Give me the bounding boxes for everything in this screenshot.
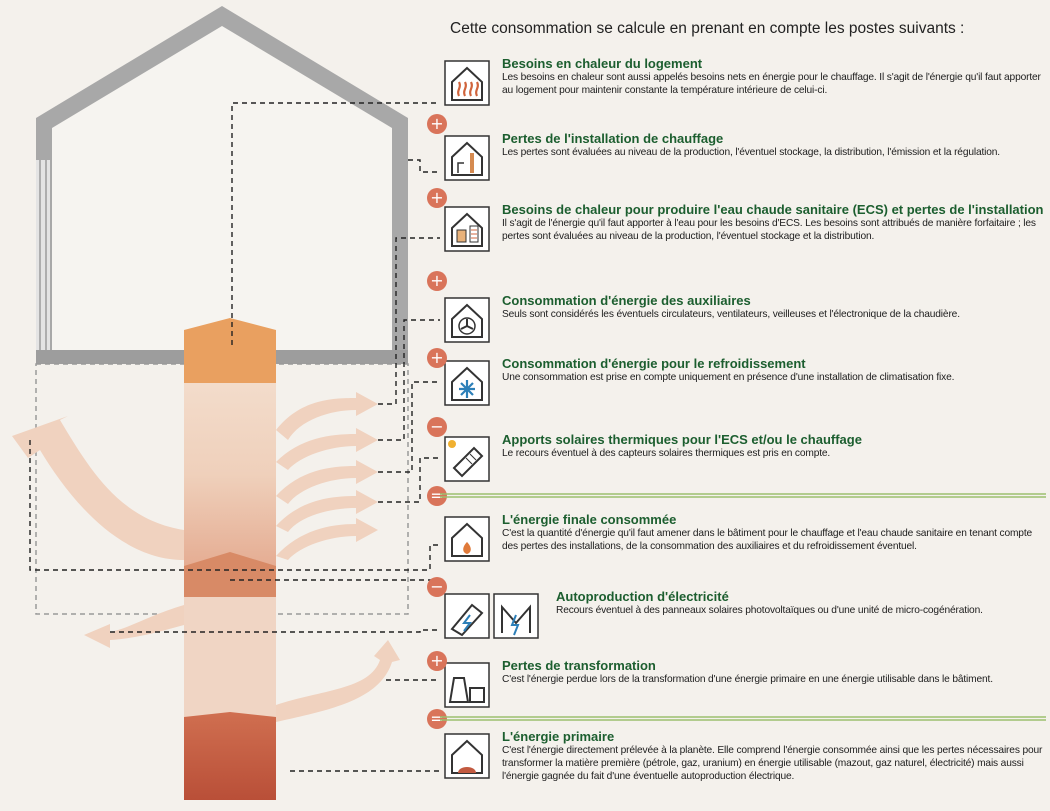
- house-snowflake-icon: [444, 360, 490, 406]
- minus-icon: −: [427, 577, 447, 597]
- planet-energy-icon: [444, 733, 490, 779]
- item-title: Consommation d'énergie des auxiliaires: [502, 293, 751, 308]
- plus-icon: +: [427, 188, 447, 208]
- item-title: Besoins de chaleur pour produire l'eau c…: [502, 202, 1044, 217]
- item-description: C'est l'énergie perdue lors de la transf…: [502, 674, 993, 685]
- power-plant-icon: [444, 662, 490, 708]
- plus-icon: +: [427, 271, 447, 291]
- solar-thermal-collector-icon: [444, 436, 490, 482]
- loss-arrows: [12, 392, 400, 722]
- house-heat-waves-icon: [444, 60, 490, 106]
- item-description: Les pertes sont évaluées au niveau de la…: [502, 147, 1000, 158]
- house-heating-installation-icon: [444, 135, 490, 181]
- item-title: Consommation d'énergie pour le refroidis…: [502, 356, 806, 371]
- item-description: Une consommation est prise en compte uni…: [502, 372, 955, 383]
- house-hot-water-icon: [444, 206, 490, 252]
- operator-label: +: [430, 188, 443, 207]
- intro-text: Cette consommation se calcule en prenant…: [450, 20, 965, 37]
- plus-icon: +: [427, 114, 447, 134]
- item-title: L'énergie primaire: [502, 729, 615, 744]
- operator-label: =: [430, 709, 443, 728]
- operator-label: +: [430, 271, 443, 290]
- energy-flow-diagram: [12, 6, 440, 800]
- operator-label: +: [430, 651, 443, 670]
- minus-icon: −: [427, 417, 447, 437]
- house-fan-icon: [444, 297, 490, 343]
- equals-icon: =: [427, 709, 447, 729]
- item-description: Seuls sont considérés les éventuels circ…: [502, 309, 960, 320]
- item-description: C'est l'énergie directement prélevée à l…: [502, 745, 1043, 783]
- item-description: Le recours éventuel à des capteurs solai…: [502, 448, 831, 459]
- operator-label: +: [430, 114, 443, 133]
- item-title: Pertes de l'installation de chauffage: [502, 131, 724, 146]
- plus-icon: +: [427, 348, 447, 368]
- item-title: Pertes de transformation: [502, 658, 656, 673]
- result-separator: [440, 493, 1046, 498]
- connector-lines: [29, 102, 440, 772]
- operator-label: −: [430, 577, 443, 596]
- house-outline: [36, 6, 408, 364]
- item-title: Apports solaires thermiques pour l'ECS e…: [502, 432, 862, 447]
- energy-trunk: [184, 318, 276, 800]
- item-title: L'énergie finale consommée: [502, 512, 677, 527]
- operator-label: +: [430, 348, 443, 367]
- result-separator: [440, 716, 1046, 721]
- plus-icon: +: [427, 651, 447, 671]
- item-description: Les besoins en chaleur sont aussi appelé…: [502, 72, 1041, 97]
- house-flame-icon: [444, 516, 490, 562]
- operator-label: =: [430, 486, 443, 505]
- item-title: Autoproduction d'électricité: [556, 589, 729, 604]
- item-description: Il s'agit de l'énergie qu'il faut apport…: [502, 218, 1036, 243]
- operator-label: −: [430, 417, 443, 436]
- item-title: Besoins en chaleur du logement: [502, 56, 703, 71]
- photovoltaic-cogeneration-icon: [444, 593, 539, 639]
- equals-icon: =: [427, 486, 447, 506]
- basement-outline: [35, 363, 409, 615]
- item-description: Recours éventuel à des panneaux solaires…: [556, 605, 983, 616]
- item-description: C'est la quantité d'énergie qu'il faut a…: [502, 528, 1033, 553]
